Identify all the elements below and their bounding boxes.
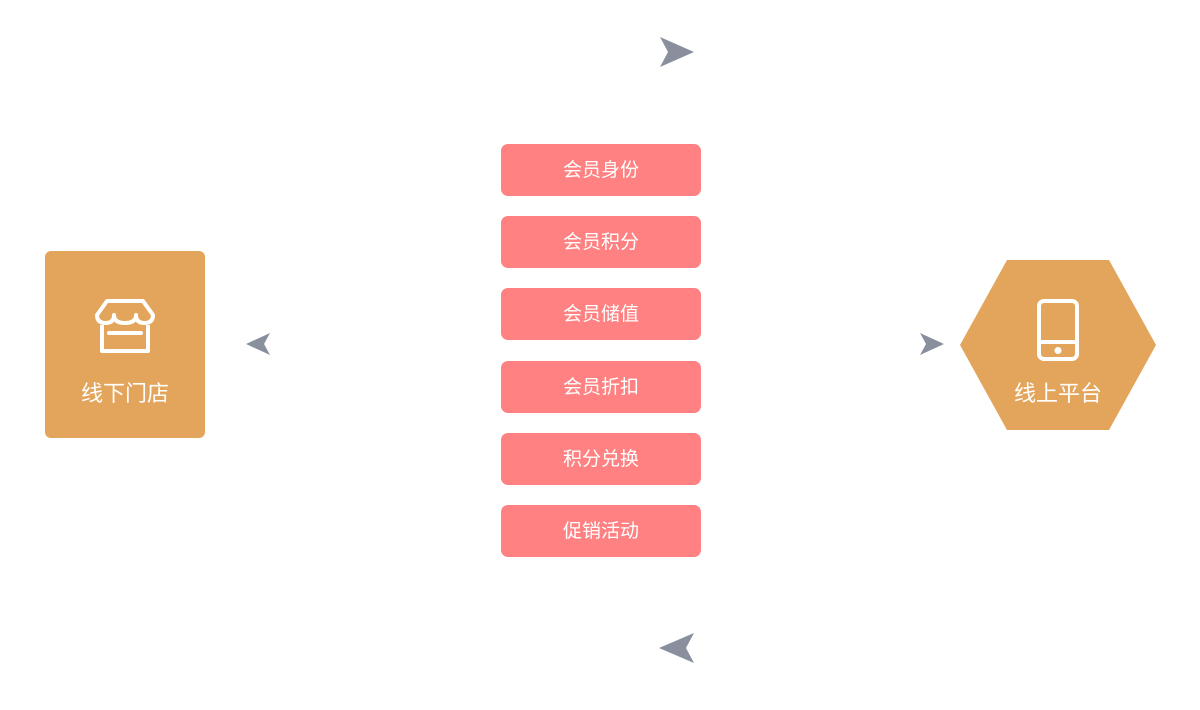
feature-pill: 会员储值 <box>501 288 701 341</box>
feature-pill: 促销活动 <box>501 504 701 557</box>
arrow-right-icon <box>659 36 695 68</box>
feature-pill: 会员积分 <box>501 216 701 269</box>
smartphone-icon <box>1037 299 1079 361</box>
storefront-icon <box>95 299 155 353</box>
feature-list: 会员身份 会员积分 会员储值 会员折扣 积分兑换 促销活动 <box>501 144 701 577</box>
hexagon-shape <box>960 260 1156 430</box>
arrow-right-icon <box>919 332 945 356</box>
online-platform-node: 线上平台 <box>960 260 1156 430</box>
online-platform-label: 线上平台 <box>1013 382 1102 407</box>
feature-pill: 会员折扣 <box>501 360 701 413</box>
arrow-left-icon <box>658 632 695 664</box>
arrow-left-icon <box>245 332 271 356</box>
feature-pill: 会员身份 <box>501 144 701 196</box>
feature-pill: 积分兑换 <box>501 432 701 485</box>
offline-store-label: 线下门店 <box>80 382 169 407</box>
offline-store-node: 线下门店 <box>45 251 205 438</box>
